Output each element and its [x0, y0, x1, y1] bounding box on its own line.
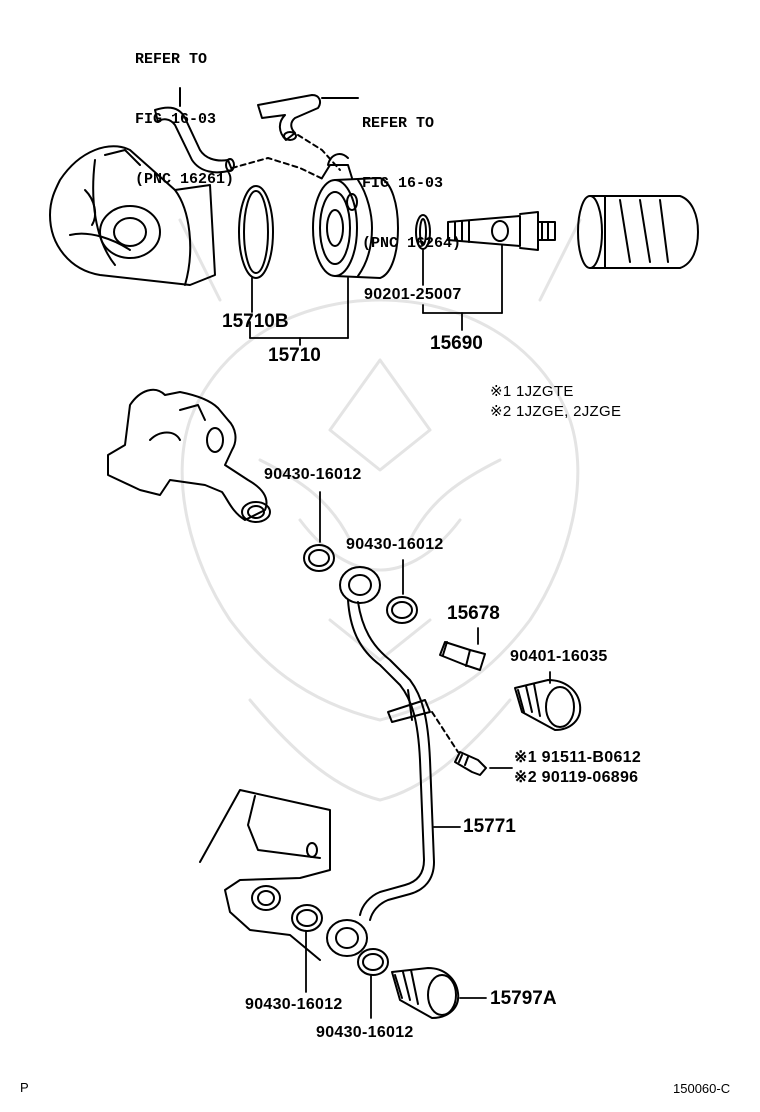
gasket-90430-b: [387, 597, 417, 623]
part-label-90430-16012-d[interactable]: 90430-16012: [316, 1024, 414, 1041]
bolt-91511-90119: [432, 712, 486, 775]
union-bolt-90401-16035: [515, 680, 580, 730]
gasket-90430-d: [358, 949, 388, 975]
part-label-90401-16035[interactable]: 90401-16035: [510, 648, 608, 665]
refer-note-line: REFER TO: [362, 115, 435, 132]
part-label-91511-B0612[interactable]: ※1 91511-B0612: [514, 749, 642, 766]
part-label-90119-06896[interactable]: ※2 90119-06896: [514, 769, 639, 786]
oil-cooler-15710: [313, 154, 398, 278]
refer-note-top-right: REFER TO FIG 16-03 (PNC 16264): [362, 74, 461, 274]
refer-note-line: REFER TO: [135, 51, 208, 68]
part-label-15678[interactable]: 15678: [447, 603, 500, 624]
part-label-90430-16012-b[interactable]: 90430-16012: [346, 536, 444, 553]
o-ring-90201-25007: [416, 215, 430, 249]
part-label-15797A[interactable]: 15797A: [490, 988, 557, 1009]
refer-note-line: (PNC 16261): [135, 171, 235, 188]
oil-pipe-15771: [327, 567, 434, 956]
part-label-15690[interactable]: 15690: [430, 333, 483, 354]
engine-block-lower: [200, 790, 330, 960]
refer-note-top-left: REFER TO FIG 16-03 (PNC 16261): [135, 10, 234, 210]
footer-left-code: P: [20, 1080, 29, 1095]
bottom-leader-lines: [306, 492, 550, 1018]
water-hose-upper-right: [258, 95, 358, 140]
part-label-15710B[interactable]: 15710B: [222, 311, 289, 332]
part-label-90201-25007[interactable]: 90201-25007: [364, 286, 462, 303]
union-bolt-15797A: [392, 968, 458, 1018]
hose-connection-leader: [232, 158, 325, 180]
oil-pressure-sensor-15678: [440, 642, 485, 670]
figure-number: 150060-C: [673, 1081, 731, 1096]
part-label-90430-16012-a[interactable]: 90430-16012: [264, 466, 362, 483]
turbo-housing: [108, 390, 270, 522]
gasket-90430-a: [304, 545, 334, 571]
refer-note-line: FIG 16-03: [135, 111, 217, 128]
top-leader-lines: [250, 245, 502, 345]
legend-note-2: ※2 1JZGE, 2JZGE: [490, 403, 622, 420]
part-label-15771[interactable]: 15771: [463, 816, 516, 837]
part-label-90430-16012-c[interactable]: 90430-16012: [245, 996, 343, 1013]
legend-note-1: ※1 1JZGTE: [490, 383, 574, 400]
refer-note-line: FIG 16-03: [362, 175, 444, 192]
refer-note-line: (PNC 16264): [362, 235, 462, 252]
union-bolt-15690: [448, 212, 555, 250]
o-ring-15710B: [239, 186, 273, 278]
watermark-emblem: [180, 220, 580, 800]
water-hose-upper-left: [155, 88, 234, 172]
gasket-90430-c: [292, 905, 322, 931]
hose-connection-leader-2: [298, 135, 340, 170]
engine-block-housing: [50, 146, 215, 285]
oil-filter: [578, 196, 698, 268]
part-label-15710[interactable]: 15710: [268, 345, 321, 366]
